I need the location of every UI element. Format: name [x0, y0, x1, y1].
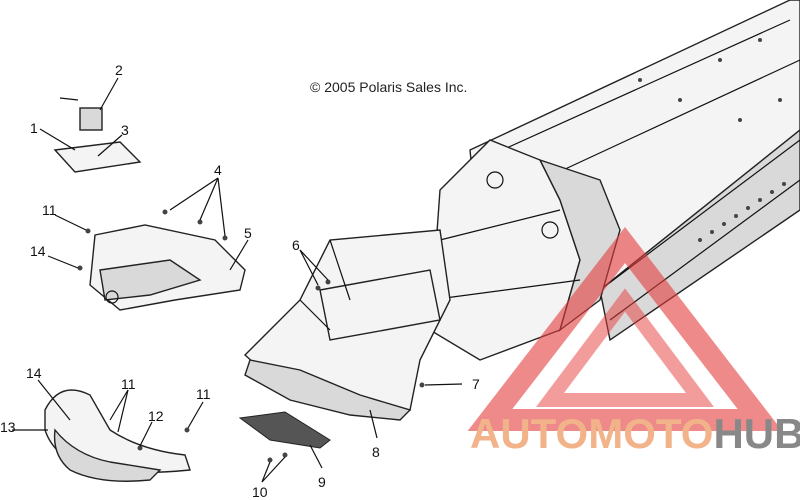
- upper-panel: [89, 224, 246, 311]
- callout-13: 13: [0, 419, 16, 435]
- front-bumper: [44, 389, 191, 482]
- small-plate: [53, 97, 142, 173]
- callout-11-upper: 11: [42, 202, 57, 218]
- watermark-text-hub: HUB: [713, 410, 800, 457]
- callout-9: 9: [318, 474, 326, 490]
- callout-8: 8: [372, 444, 380, 460]
- watermark: [467, 226, 783, 431]
- watermark-text-moto: MOTO: [588, 410, 713, 457]
- callout-5: 5: [244, 225, 252, 241]
- callout-12: 12: [148, 408, 164, 424]
- copyright-text: © 2005 Polaris Sales Inc.: [310, 79, 467, 95]
- svg-text:AUTOMOTOHUB: AUTOMOTOHUB: [470, 410, 800, 457]
- callout-1: 1: [30, 120, 38, 136]
- skid-plate: [238, 411, 331, 449]
- callout-14-lower: 14: [26, 365, 42, 381]
- watermark-text-auto: AUTO: [470, 410, 588, 457]
- tunnel-holes: [638, 38, 786, 242]
- callout-3: 3: [121, 122, 129, 138]
- front-frame: [429, 139, 621, 361]
- callout-4: 4: [214, 162, 222, 178]
- callout-14-upper: 14: [30, 243, 46, 259]
- fasteners: [77, 209, 425, 463]
- callout-labels: 2 1 3 4 11 5 14 6 14 11 11 12 13 7 8 9 1…: [0, 62, 480, 500]
- callout-7: 7: [472, 376, 480, 392]
- callout-11-middle: 11: [121, 376, 136, 392]
- bellypan: [243, 229, 451, 421]
- callout-6: 6: [292, 237, 300, 253]
- callout-2: 2: [115, 62, 123, 78]
- callout-10: 10: [252, 484, 268, 500]
- leader-lines: [12, 77, 463, 483]
- callout-11-right: 11: [196, 386, 211, 402]
- watermark-triangle: [467, 226, 783, 431]
